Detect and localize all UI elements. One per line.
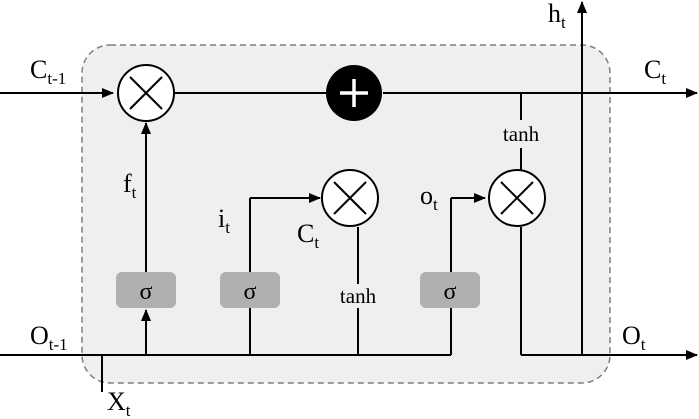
label-o-out: Ot — [622, 321, 646, 354]
label-i-gate: it — [218, 204, 230, 237]
label-o-gate: ot — [420, 181, 438, 214]
label-h-out: ht — [548, 0, 566, 32]
label-o-prev: Ot-1 — [30, 321, 68, 354]
input-sigma-box — [220, 272, 280, 308]
forget-sigma-box — [116, 272, 176, 308]
input-sigma-label: σ — [244, 279, 257, 305]
label-c-prev: Ct-1 — [30, 55, 66, 88]
forget-multiply-node — [117, 64, 175, 122]
add-node — [326, 65, 382, 121]
output-multiply-node — [488, 169, 546, 227]
label-f-gate: ft — [123, 169, 137, 202]
label-c-out: Ct — [644, 55, 666, 88]
forget-sigma-label: σ — [140, 279, 153, 305]
cell-tanh-label: tanh — [503, 122, 540, 146]
label-c-candidate: Ct — [297, 219, 319, 252]
candidate-tanh-label: tanh — [340, 284, 377, 308]
output-sigma-box — [420, 272, 480, 308]
input-multiply-node — [321, 169, 379, 227]
label-x-in: Xt — [107, 387, 131, 419]
output-sigma-label: σ — [444, 279, 457, 305]
